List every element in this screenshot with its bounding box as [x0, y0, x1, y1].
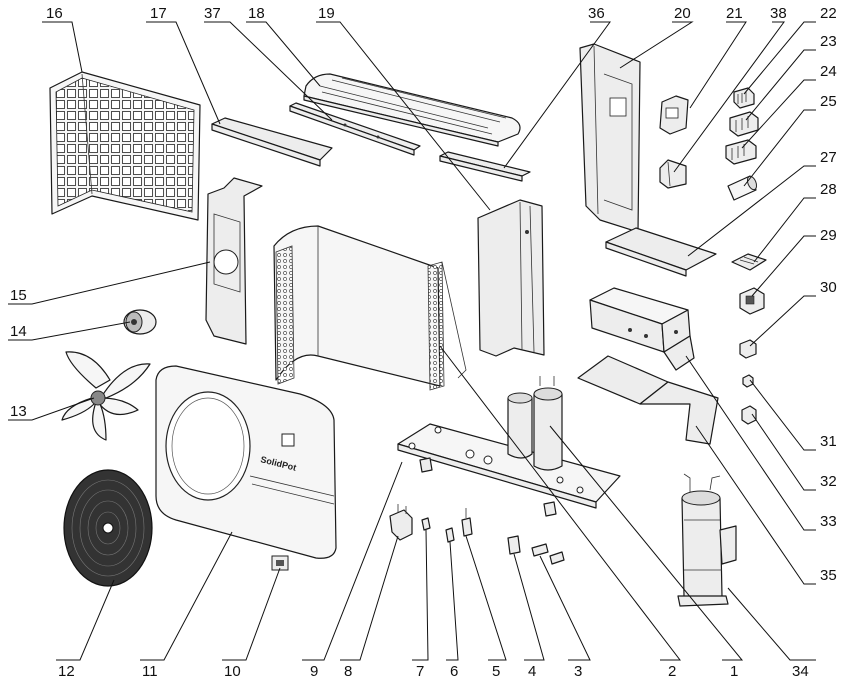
part-21-controller [659, 95, 689, 135]
part-16-rear-grille [49, 71, 201, 221]
part-14-fan-motor [123, 309, 157, 335]
callout-32: 32 [820, 473, 837, 490]
part-24-terminal-block [725, 139, 757, 165]
callout-23: 23 [820, 33, 837, 50]
callout-9: 9 [310, 663, 318, 680]
callout-8: 8 [344, 663, 352, 680]
callout-25: 25 [820, 93, 837, 110]
callout-34: 34 [792, 663, 809, 680]
part-28-relay-board [731, 253, 767, 271]
callout-19: 19 [318, 5, 335, 22]
part-31-sensor [742, 374, 754, 388]
part-37-rail [289, 102, 421, 156]
part-19-side-panel [477, 199, 545, 357]
callout-15: 15 [10, 287, 27, 304]
callout-28: 28 [820, 181, 837, 198]
callout-22: 22 [820, 5, 837, 22]
callout-33: 33 [820, 513, 837, 530]
part-36-rail [439, 151, 531, 182]
callout-10: 10 [224, 663, 241, 680]
part-4-filter [507, 535, 521, 555]
callout-21: 21 [726, 5, 743, 22]
part-38-bracket [659, 159, 687, 189]
part-18-top-cover [303, 73, 521, 147]
part-7-sensor [421, 517, 431, 531]
part-3-valves [531, 543, 565, 565]
callout-35: 35 [820, 567, 837, 584]
callout-18: 18 [248, 5, 265, 22]
part-10-switch-plate [271, 555, 289, 571]
callout-29: 29 [820, 227, 837, 244]
part-12-fan-guard [63, 469, 153, 587]
part-32-block [741, 405, 757, 425]
leader-lines [8, 21, 816, 661]
part-8-valve [389, 504, 413, 541]
part-15-partition [205, 177, 263, 345]
part-2-accumulator [507, 392, 533, 459]
callout-20: 20 [674, 5, 691, 22]
part-13-fan-blade [61, 351, 151, 441]
part-1-compressor-on-base [533, 376, 563, 471]
part-17-cover-plate [211, 117, 333, 167]
callout-1: 1 [730, 663, 738, 680]
callout-7: 7 [416, 663, 424, 680]
callout-38: 38 [770, 5, 787, 22]
callout-11: 11 [142, 663, 158, 680]
callout-27: 27 [820, 149, 837, 166]
callout-3: 3 [574, 663, 582, 680]
part-6-sensor [445, 527, 455, 543]
callout-30: 30 [820, 279, 837, 296]
part-5-switch [461, 508, 473, 537]
callout-12: 12 [58, 663, 75, 680]
callout-31: 31 [820, 433, 837, 450]
part-11-front-panel: SolidPot [155, 365, 337, 559]
callout-14: 14 [10, 323, 27, 340]
part-23-terminal-block [729, 111, 759, 137]
callout-labels: 16 17 37 18 19 36 20 21 38 22 23 24 25 2… [10, 5, 837, 680]
callout-6: 6 [450, 663, 458, 680]
callout-24: 24 [820, 63, 837, 80]
callout-37: 37 [204, 5, 221, 22]
callout-4: 4 [528, 663, 536, 680]
callout-5: 5 [492, 663, 500, 680]
part-33-electric-box [589, 287, 695, 371]
callout-13: 13 [10, 403, 27, 420]
callout-36: 36 [588, 5, 605, 22]
callout-2: 2 [668, 663, 676, 680]
callout-17: 17 [150, 5, 167, 22]
part-evaporator-coil [273, 225, 467, 391]
part-27-board [605, 227, 717, 277]
part-25-capacitor [727, 175, 758, 201]
part-9-base-pan [397, 423, 621, 517]
part-29-contactor [739, 287, 765, 315]
part-35-cover-bracket [577, 355, 719, 445]
part-20-right-panel [579, 43, 641, 233]
callout-16: 16 [46, 5, 63, 22]
part-34-compressor [677, 473, 737, 607]
part-22-terminal-block [733, 87, 755, 109]
